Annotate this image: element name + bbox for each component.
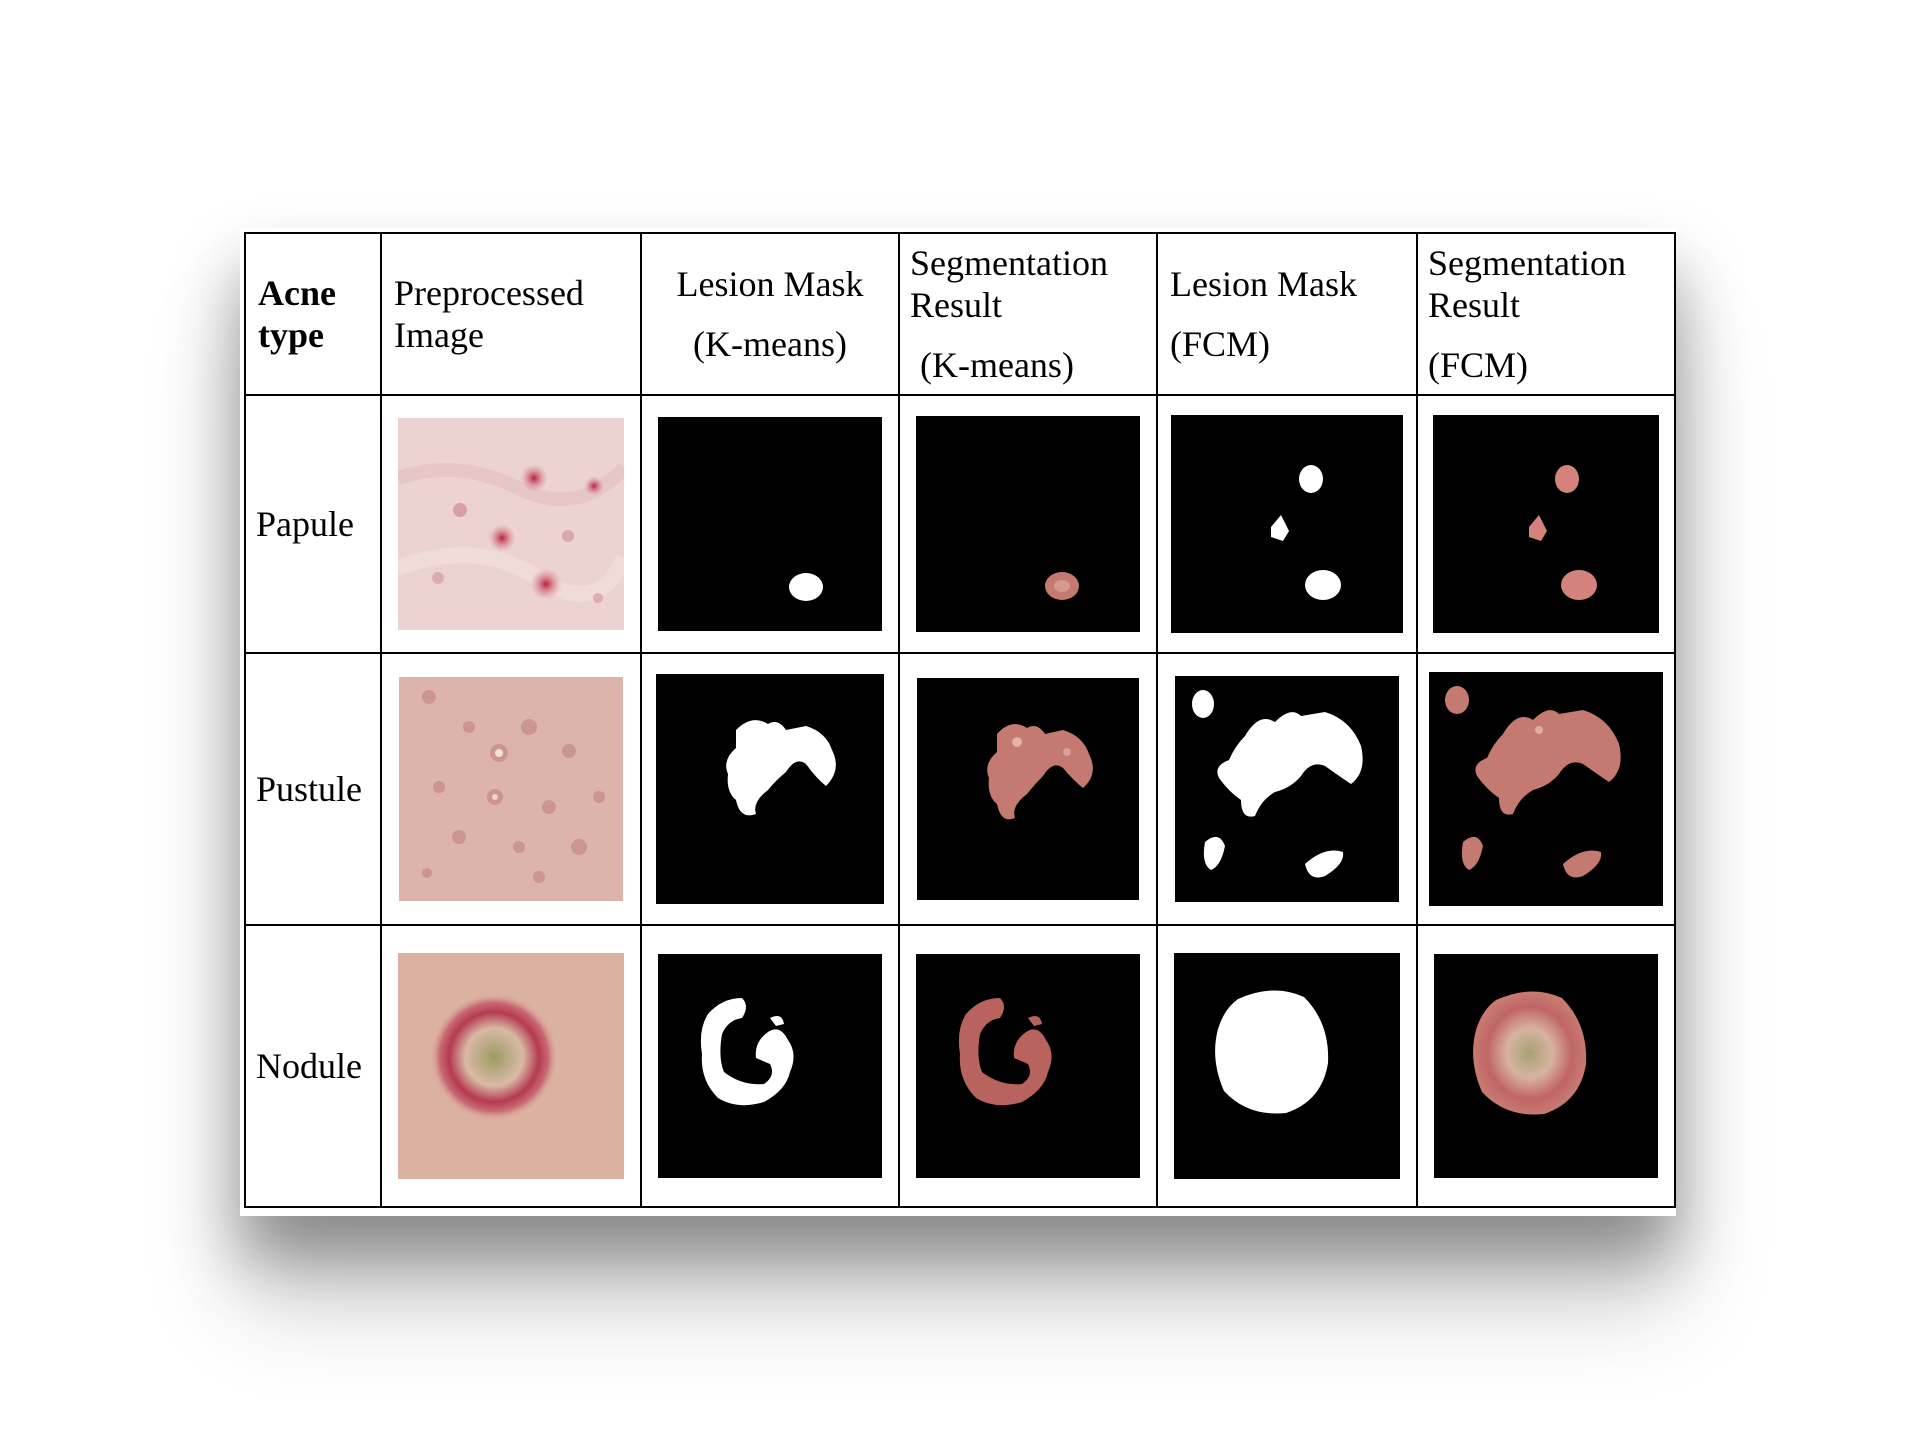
header-acne-type: Acne type — [244, 232, 382, 396]
segmentation-kmeans-cell — [898, 394, 1158, 654]
nodule-mask-fcm — [1174, 953, 1400, 1179]
papule-segmentation-fcm — [1433, 415, 1659, 633]
figure-table-card: Acne type Preprocessed Image Lesion Mask… — [240, 228, 1676, 1216]
header-preprocessed-image: Preprocessed Image — [380, 232, 642, 396]
lesion-mask-kmeans-cell — [640, 652, 900, 926]
pustule-preprocessed-image — [399, 677, 623, 901]
header-lesion-mask-fcm: Lesion Mask (FCM) — [1156, 232, 1418, 396]
table-row-papule: Papule — [244, 394, 1676, 654]
segmentation-kmeans-cell — [898, 924, 1158, 1208]
table-row-nodule: Nodule — [244, 924, 1676, 1208]
papule-preprocessed-image — [398, 418, 624, 630]
table-row-pustule: Pustule — [244, 652, 1676, 926]
pustule-mask-kmeans — [656, 674, 884, 904]
pustule-mask-fcm — [1175, 676, 1399, 902]
segmentation-fcm-cell — [1416, 924, 1676, 1208]
lesion-mask-fcm-cell — [1156, 394, 1418, 654]
row-label: Pustule — [244, 652, 382, 926]
papule-segmentation-kmeans — [916, 416, 1140, 632]
lesion-mask-kmeans-cell — [640, 924, 900, 1208]
nodule-preprocessed-image — [398, 953, 624, 1179]
lesion-mask-fcm-cell — [1156, 652, 1418, 926]
header-lesion-mask-kmeans: Lesion Mask (K-means) — [640, 232, 900, 396]
papule-mask-fcm — [1171, 415, 1403, 633]
papule-mask-kmeans — [658, 417, 882, 631]
header-row: Acne type Preprocessed Image Lesion Mask… — [244, 232, 1676, 396]
segmentation-comparison-table: Acne type Preprocessed Image Lesion Mask… — [244, 232, 1676, 1208]
row-label: Papule — [244, 394, 382, 654]
preprocessed-image-cell — [380, 394, 642, 654]
pustule-segmentation-fcm — [1429, 672, 1663, 906]
header-segmentation-kmeans: Segmentation Result (K-means) — [898, 232, 1158, 396]
preprocessed-image-cell — [380, 652, 642, 926]
nodule-segmentation-fcm — [1434, 954, 1658, 1178]
lesion-mask-fcm-cell — [1156, 924, 1418, 1208]
pustule-segmentation-kmeans — [917, 678, 1139, 900]
preprocessed-image-cell — [380, 924, 642, 1208]
nodule-segmentation-kmeans — [916, 954, 1140, 1178]
nodule-mask-kmeans — [658, 954, 882, 1178]
row-label: Nodule — [244, 924, 382, 1208]
segmentation-fcm-cell — [1416, 394, 1676, 654]
segmentation-kmeans-cell — [898, 652, 1158, 926]
segmentation-fcm-cell — [1416, 652, 1676, 926]
header-segmentation-fcm: Segmentation Result (FCM) — [1416, 232, 1676, 396]
lesion-mask-kmeans-cell — [640, 394, 900, 654]
